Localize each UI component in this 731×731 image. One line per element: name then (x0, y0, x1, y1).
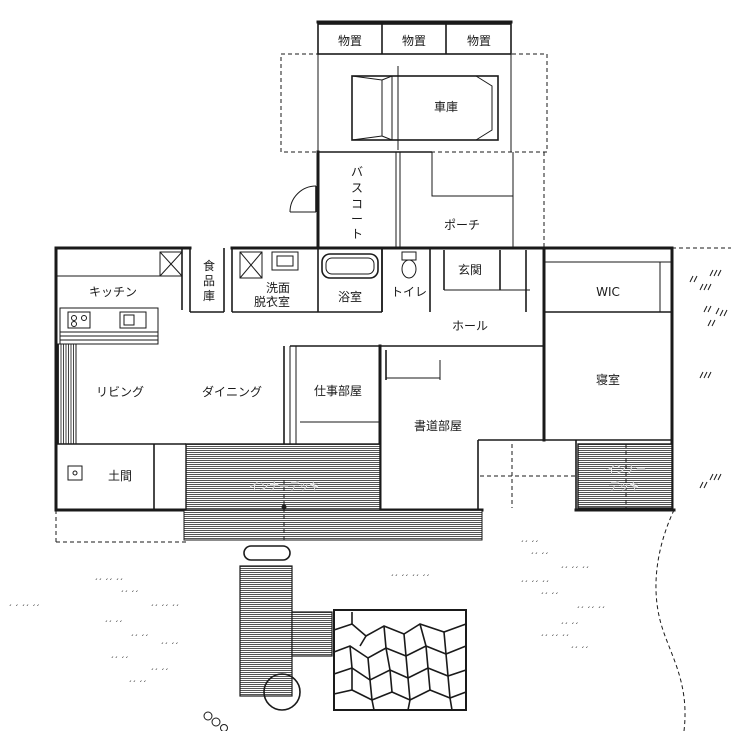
washroom-label-2: 脱衣室 (254, 294, 290, 309)
stove-icon (67, 311, 91, 329)
svg-text:コ: コ (351, 197, 363, 211)
svg-text:ˏˏ ˏˏ: ˏˏ ˏˏ (128, 673, 147, 682)
calligraphy-room-label: 書道部屋 (414, 418, 462, 433)
pantry: 食 品 庫 (189, 248, 225, 313)
inner-deck-right-label: インナー (606, 464, 646, 476)
car-icon (351, 66, 499, 150)
inner-deck-main-label: インナーデッキ (249, 480, 319, 493)
bedroom-label: 寝室 (596, 372, 620, 387)
inner-deck-main: インナーデッキ (183, 443, 483, 541)
doma-label: 土間 (108, 469, 132, 483)
svg-text:ˏˏ ˏˏ ˏˏ: ˏˏ ˏˏ ˏˏ (540, 627, 569, 636)
garage: 車庫 (280, 53, 548, 153)
toilet-label: トイレ (391, 285, 427, 299)
storage-label-2: 物置 (402, 34, 426, 48)
svg-text:ˏˏ ˏˏ: ˏˏ ˏˏ (160, 635, 179, 644)
bathroom-label: 浴室 (338, 289, 362, 304)
hall: ホール (290, 319, 544, 347)
wic-label: WIC (596, 285, 620, 299)
doma: 土間 (67, 444, 155, 510)
workroom-label: 仕事部屋 (314, 383, 362, 398)
storage-label-3: 物置 (467, 34, 491, 48)
living-label: リビング (96, 385, 144, 399)
svg-text:ˏˏ ˏˏ ˏˏ ˏˏ: ˏˏ ˏˏ ˏˏ ˏˏ (390, 567, 430, 576)
hatch-marks (689, 269, 728, 489)
washroom-label: 洗面 (266, 281, 290, 295)
svg-text:ˏˏ ˏˏ: ˏˏ ˏˏ (120, 583, 139, 592)
bathtub-icon (321, 253, 379, 279)
bedroom: 寝室 (480, 372, 672, 510)
storage-row: 物置 物置 物置 (316, 20, 513, 55)
svg-text:ˏˏ ˏˏ ˏˏ: ˏˏ ˏˏ ˏˏ (94, 571, 123, 580)
svg-text:ˏˏ ˏˏ ˏˏ: ˏˏ ˏˏ ˏˏ (150, 597, 179, 606)
wash-basin-icon (271, 251, 299, 271)
svg-text:ˏ ˏ ˏˏ ˏˏ: ˏ ˏ ˏˏ ˏˏ (8, 597, 40, 606)
porch-label: ポーチ (444, 218, 480, 232)
living-dining: リビング ダイニング (56, 343, 262, 445)
toilet-icon (401, 251, 417, 279)
hall-label: ホール (452, 319, 488, 333)
svg-text:ˏˏ ˏˏ: ˏˏ ˏˏ (130, 627, 149, 636)
svg-text:食: 食 (203, 258, 215, 273)
inner-deck-right: インナー デッキ (577, 443, 673, 509)
svg-text:ˏˏ ˏˏ ˏˏ: ˏˏ ˏˏ ˏˏ (520, 573, 549, 582)
entrance-label: 玄関 (458, 262, 482, 277)
kitchen: キッチン (56, 248, 183, 345)
garden: ˏ ˏ ˏˏ ˏˏ ˏˏ ˏˏ ˏˏ ˏˏ ˏˏ ˏˏ ˏˏ ˏˏ ˏˏ ˏˏ … (8, 269, 728, 731)
grass-tufts: ˏ ˏ ˏˏ ˏˏ ˏˏ ˏˏ ˏˏ ˏˏ ˏˏ ˏˏ ˏˏ ˏˏ ˏˏ ˏˏ … (8, 533, 605, 682)
svg-text:ˏˏ ˏˏ ˏˏ: ˏˏ ˏˏ ˏˏ (560, 559, 589, 568)
svg-text:ˏˏ ˏˏ: ˏˏ ˏˏ (560, 615, 579, 624)
svg-text:ˏˏ ˏˏ: ˏˏ ˏˏ (540, 585, 559, 594)
svg-text:庫: 庫 (203, 289, 215, 303)
svg-text:ˏˏ ˏˏ: ˏˏ ˏˏ (104, 613, 123, 622)
svg-text:ー: ー (351, 212, 363, 226)
svg-text:ト: ト (351, 227, 363, 241)
svg-text:ˏˏ ˏˏ ˏˏ: ˏˏ ˏˏ ˏˏ (576, 599, 605, 608)
bath-court-porch: バ ス コ ー ト ポーチ (289, 150, 514, 250)
entrance: 玄関 (443, 250, 530, 312)
dining-label: ダイニング (202, 384, 262, 399)
svg-text:ˏˏ ˏˏ: ˏˏ ˏˏ (530, 545, 549, 554)
svg-text:バ: バ (351, 165, 363, 179)
calligraphy-room: 書道部屋 (385, 350, 544, 510)
stone-paving (333, 609, 467, 711)
garage-label: 車庫 (434, 100, 458, 114)
sink-icon (119, 311, 147, 329)
svg-text:ˏˏ ˏˏ: ˏˏ ˏˏ (520, 533, 539, 542)
inner-deck-right-label-2: デッキ (609, 480, 639, 493)
svg-text:ˏˏ ˏˏ: ˏˏ ˏˏ (150, 661, 169, 670)
outer-walls (54, 152, 731, 543)
wic: WIC (542, 246, 672, 442)
kitchen-label: キッチン (89, 285, 137, 299)
svg-text:ˏˏ ˏˏ: ˏˏ ˏˏ (570, 639, 589, 648)
pebbles-icon (203, 711, 228, 731)
storage-label-1: 物置 (338, 34, 362, 48)
bath-court-label: バ ス コ ー ト (351, 165, 363, 241)
svg-text:品: 品 (203, 274, 215, 288)
bathroom: 浴室 (317, 248, 383, 313)
svg-text:ˏˏ ˏˏ: ˏˏ ˏˏ (110, 649, 129, 658)
toilet: トイレ (381, 248, 431, 312)
svg-text:ス: ス (351, 181, 363, 195)
washroom: 洗面 脱衣室 (231, 248, 318, 313)
